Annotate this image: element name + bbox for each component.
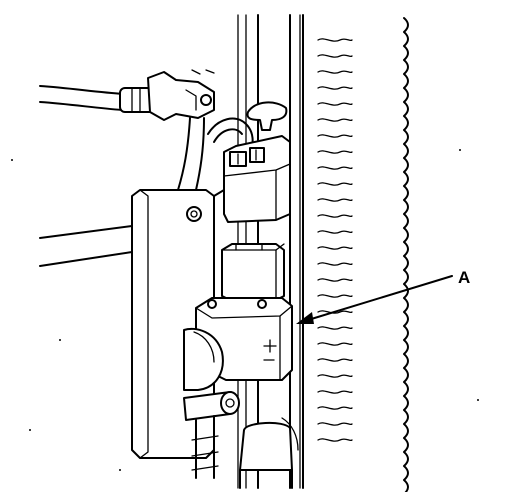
radiator-fin <box>317 390 353 394</box>
radiator-fin <box>317 86 353 90</box>
actuator-knob <box>183 327 224 391</box>
radiator-fin <box>317 214 353 218</box>
radiator-fin <box>317 326 353 330</box>
radiator-fin <box>317 198 353 202</box>
upper-connector <box>223 135 291 223</box>
radiator-fin <box>317 118 353 122</box>
radiator-fin <box>317 246 353 250</box>
upper-hose <box>39 85 157 113</box>
lower-bolt <box>183 391 240 479</box>
retaining-clip <box>246 101 288 131</box>
radiator-fin <box>317 182 353 186</box>
radiator-fin <box>317 230 353 234</box>
radiator-fin <box>317 310 353 314</box>
radiator-fin <box>317 438 353 442</box>
radiator-fin <box>317 150 353 154</box>
radiator-fin <box>317 70 353 74</box>
radiator-fin <box>317 166 353 170</box>
callout-label-a: A <box>458 268 470 287</box>
radiator-fin <box>317 102 353 106</box>
radiator-fin <box>317 294 353 298</box>
radiator-fin <box>317 262 353 266</box>
radiator-fin <box>317 54 353 58</box>
radiator-fins <box>317 17 409 492</box>
radiator-fin <box>317 278 353 282</box>
sensor-cylinder <box>221 243 285 301</box>
radiator-fin <box>317 38 353 42</box>
speck-marks <box>11 149 479 471</box>
radiator-fin <box>317 374 353 378</box>
lower-hose <box>239 417 299 489</box>
radiator-fin <box>317 406 353 410</box>
radiator-fin <box>317 358 353 362</box>
radiator-fin <box>317 134 353 138</box>
callout-arrowhead <box>296 312 314 324</box>
callout-a: A <box>296 268 470 324</box>
mounting-bracket <box>147 69 215 191</box>
radiator-fin <box>317 342 353 346</box>
radiator-fin <box>317 422 353 426</box>
